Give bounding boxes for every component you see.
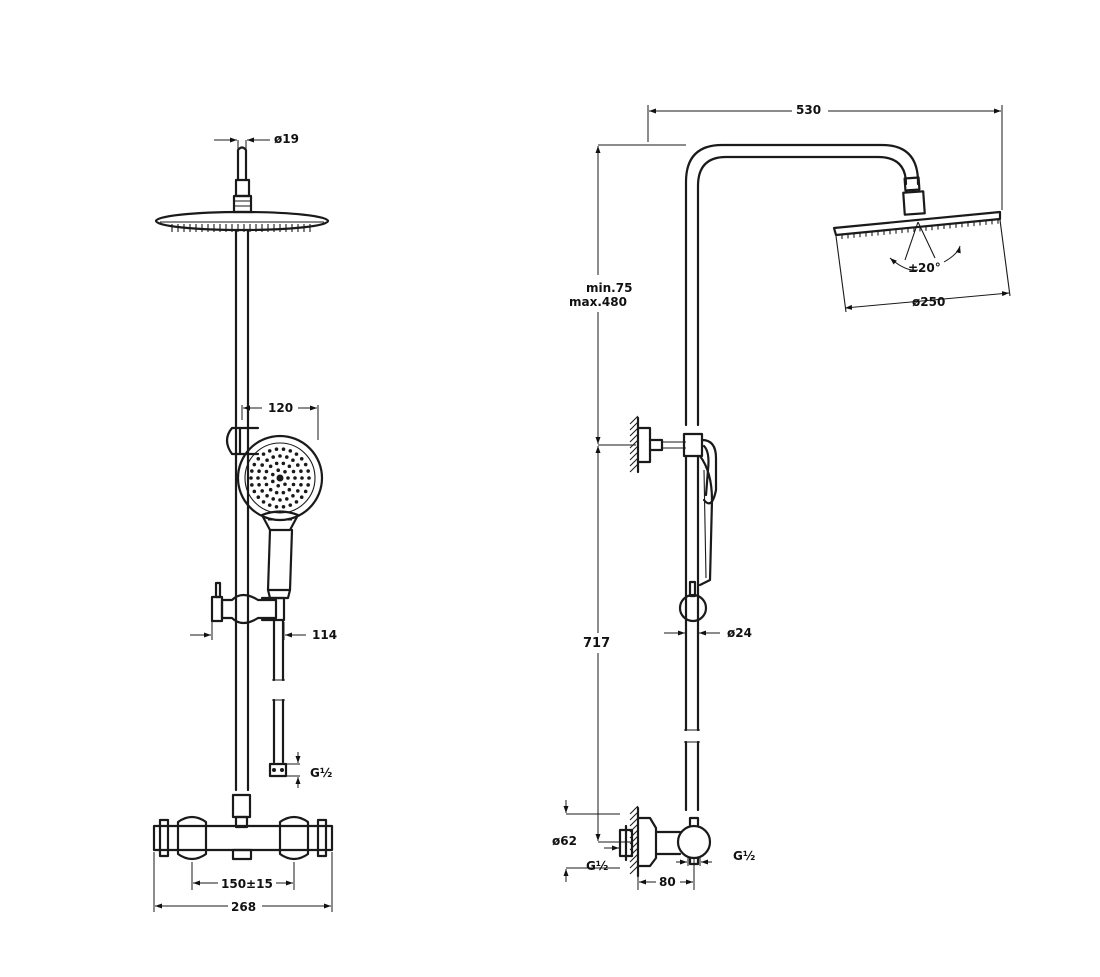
side-shower-head	[832, 210, 1002, 239]
dim-outlet-connection: G½	[676, 849, 755, 866]
dim-hand-shower-width: 120	[241, 399, 319, 440]
dim-wall-offset: 80	[637, 858, 695, 890]
dim-holder-offset: 114	[190, 622, 337, 642]
label-hand-shower-width: 120	[268, 401, 293, 415]
dim-head-tilt: ±20°	[889, 221, 961, 275]
side-slider-knob	[678, 580, 708, 623]
dim-hose-connection: G½	[286, 752, 332, 788]
side-view: ±20° ø250 530	[552, 101, 1011, 890]
label-height-adjust-max: max.480	[569, 295, 627, 309]
label-mixer-width: 268	[231, 900, 256, 914]
label-arm-length: 530	[796, 103, 821, 117]
dim-mixer-width: 268	[153, 852, 333, 914]
dim-column-height: 717	[583, 446, 632, 843]
label-outlet-connection: G½	[733, 849, 755, 863]
label-head-tilt: ±20°	[908, 261, 941, 275]
label-head-diameter: ø250	[912, 295, 945, 309]
label-holder-offset: 114	[312, 628, 337, 642]
front-hand-shower	[236, 434, 324, 600]
label-hose-connection: G½	[310, 766, 332, 780]
dim-height-adjust: min.75 max.480	[569, 144, 686, 446]
side-mixer	[618, 805, 712, 878]
front-hose	[268, 618, 288, 778]
front-mixer	[152, 815, 334, 861]
front-view: ø19 120	[152, 132, 337, 914]
label-height-adjust-min: min.75	[586, 281, 632, 295]
dim-mixer-spacing: 150±15	[191, 862, 295, 891]
dim-eccentric-diameter: ø62	[552, 800, 620, 882]
side-riser-column	[684, 454, 700, 812]
label-tube-diameter: ø19	[274, 132, 299, 146]
dim-arm-length: 530	[647, 101, 1003, 210]
label-wall-offset: 80	[659, 875, 676, 889]
dim-column-diameter: ø24	[664, 626, 752, 640]
front-riser-rail	[231, 228, 252, 829]
front-shower-head	[154, 178, 330, 232]
dim-wall-connection: G½	[586, 845, 619, 873]
front-bracket	[225, 426, 260, 456]
side-wall-bracket	[629, 415, 718, 505]
dim-tube-diameter: ø19	[214, 132, 299, 150]
dim-head-diameter: ø250	[835, 219, 1011, 313]
side-hand-shower	[698, 454, 714, 587]
label-eccentric-diameter: ø62	[552, 834, 577, 848]
label-mixer-spacing: 150±15	[221, 877, 273, 891]
label-column-height: 717	[583, 636, 610, 651]
label-column-diameter: ø24	[727, 626, 752, 640]
side-overhead-arm	[684, 143, 926, 427]
label-wall-connection: G½	[586, 859, 608, 873]
